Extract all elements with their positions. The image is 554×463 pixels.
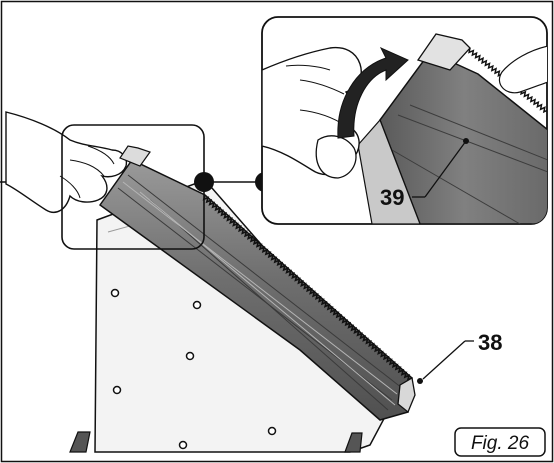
blade-tab-small (119, 145, 151, 167)
detail-inset-content (262, 33, 547, 224)
callout-label-38: 38 (478, 330, 502, 355)
callout-38: 38 (417, 330, 502, 384)
machine-foot-left (69, 431, 91, 453)
screw (185, 351, 195, 361)
hand-main (5, 111, 128, 214)
panel-screws (110, 288, 277, 450)
figure-caption-box: Fig. 26 (454, 427, 546, 457)
screw (192, 300, 202, 310)
machine-foot-right (344, 432, 363, 453)
rotation-arrow (337, 46, 409, 139)
screw (110, 288, 120, 298)
screw (112, 385, 122, 395)
inset-blade-side (357, 118, 421, 224)
screw (267, 426, 277, 436)
callout-label-39: 39 (380, 185, 404, 210)
blade-end-cap (397, 376, 416, 414)
inset-background-hand (498, 45, 547, 94)
blade-highlights (122, 181, 398, 406)
blade-serration (202, 194, 413, 382)
screw (178, 440, 188, 450)
inset-blade-grooves (391, 104, 547, 224)
inset-blade-tab (416, 33, 471, 71)
callout-39: 39 (380, 138, 469, 210)
figure-caption: Fig. 26 (471, 433, 530, 454)
